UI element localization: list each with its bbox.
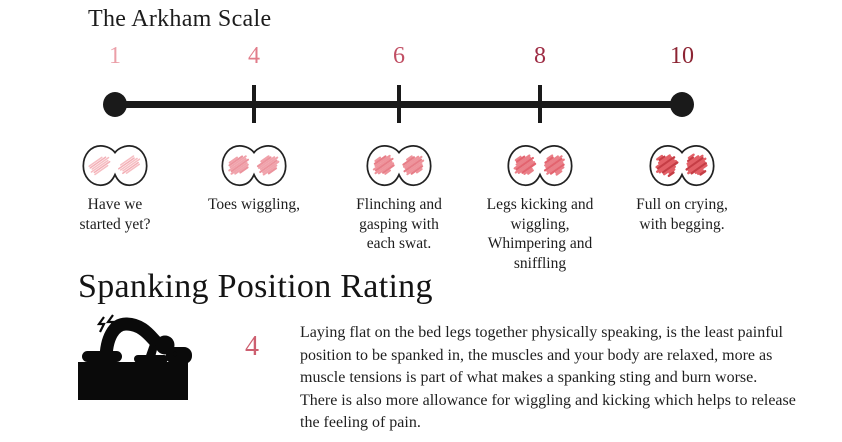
scale-level-4: 4 Toes wiggling, — [189, 42, 319, 215]
scale-number-4: 4 — [248, 43, 260, 69]
scale-caption-1: Have we started yet? — [79, 196, 151, 233]
scale-caption-10: Full on crying, with begging. — [636, 196, 728, 233]
bottom-icon-level-6 — [366, 144, 432, 187]
scale-level-8: 8 Legs kicking and wiggling, Whimpering … — [475, 42, 605, 273]
scale-number-6: 6 — [393, 43, 405, 69]
bottom-icon-level-8 — [507, 144, 573, 187]
scale-tick-8 — [538, 85, 542, 123]
scale-level-1: 1 Have we started yet? — [50, 42, 180, 234]
scale-tick-6 — [397, 85, 401, 123]
arkham-scale-title: The Arkham Scale — [88, 6, 272, 32]
bottom-icon-level-10 — [649, 144, 715, 187]
position-rating-value: 4 — [245, 331, 259, 362]
scale-number-1: 1 — [109, 43, 121, 69]
position-rating-title: Spanking Position Rating — [78, 268, 433, 305]
scale-number-10: 10 — [670, 43, 694, 69]
scale-tick-4 — [252, 85, 256, 123]
scale-caption-4: Toes wiggling, — [208, 196, 300, 213]
position-rating-description: Laying flat on the bed legs together phy… — [300, 324, 796, 432]
scale-endpoint-dot-right — [670, 92, 694, 117]
scale-number-8: 8 — [534, 43, 546, 69]
scale-level-6: 6 Flinching and gasping with each swat. — [334, 42, 464, 254]
bottom-icon-level-4 — [221, 144, 287, 187]
scale-endpoint-dot-left — [103, 92, 127, 117]
scale-level-10: 10 Full on crying, with begging. — [617, 42, 747, 234]
scale-caption-6: Flinching and gasping with each swat. — [356, 196, 442, 253]
scale-caption-8: Legs kicking and wiggling, Whimpering an… — [486, 196, 594, 272]
bottom-icon-level-1 — [82, 144, 148, 187]
person-facedown-on-bed-icon — [78, 314, 192, 400]
